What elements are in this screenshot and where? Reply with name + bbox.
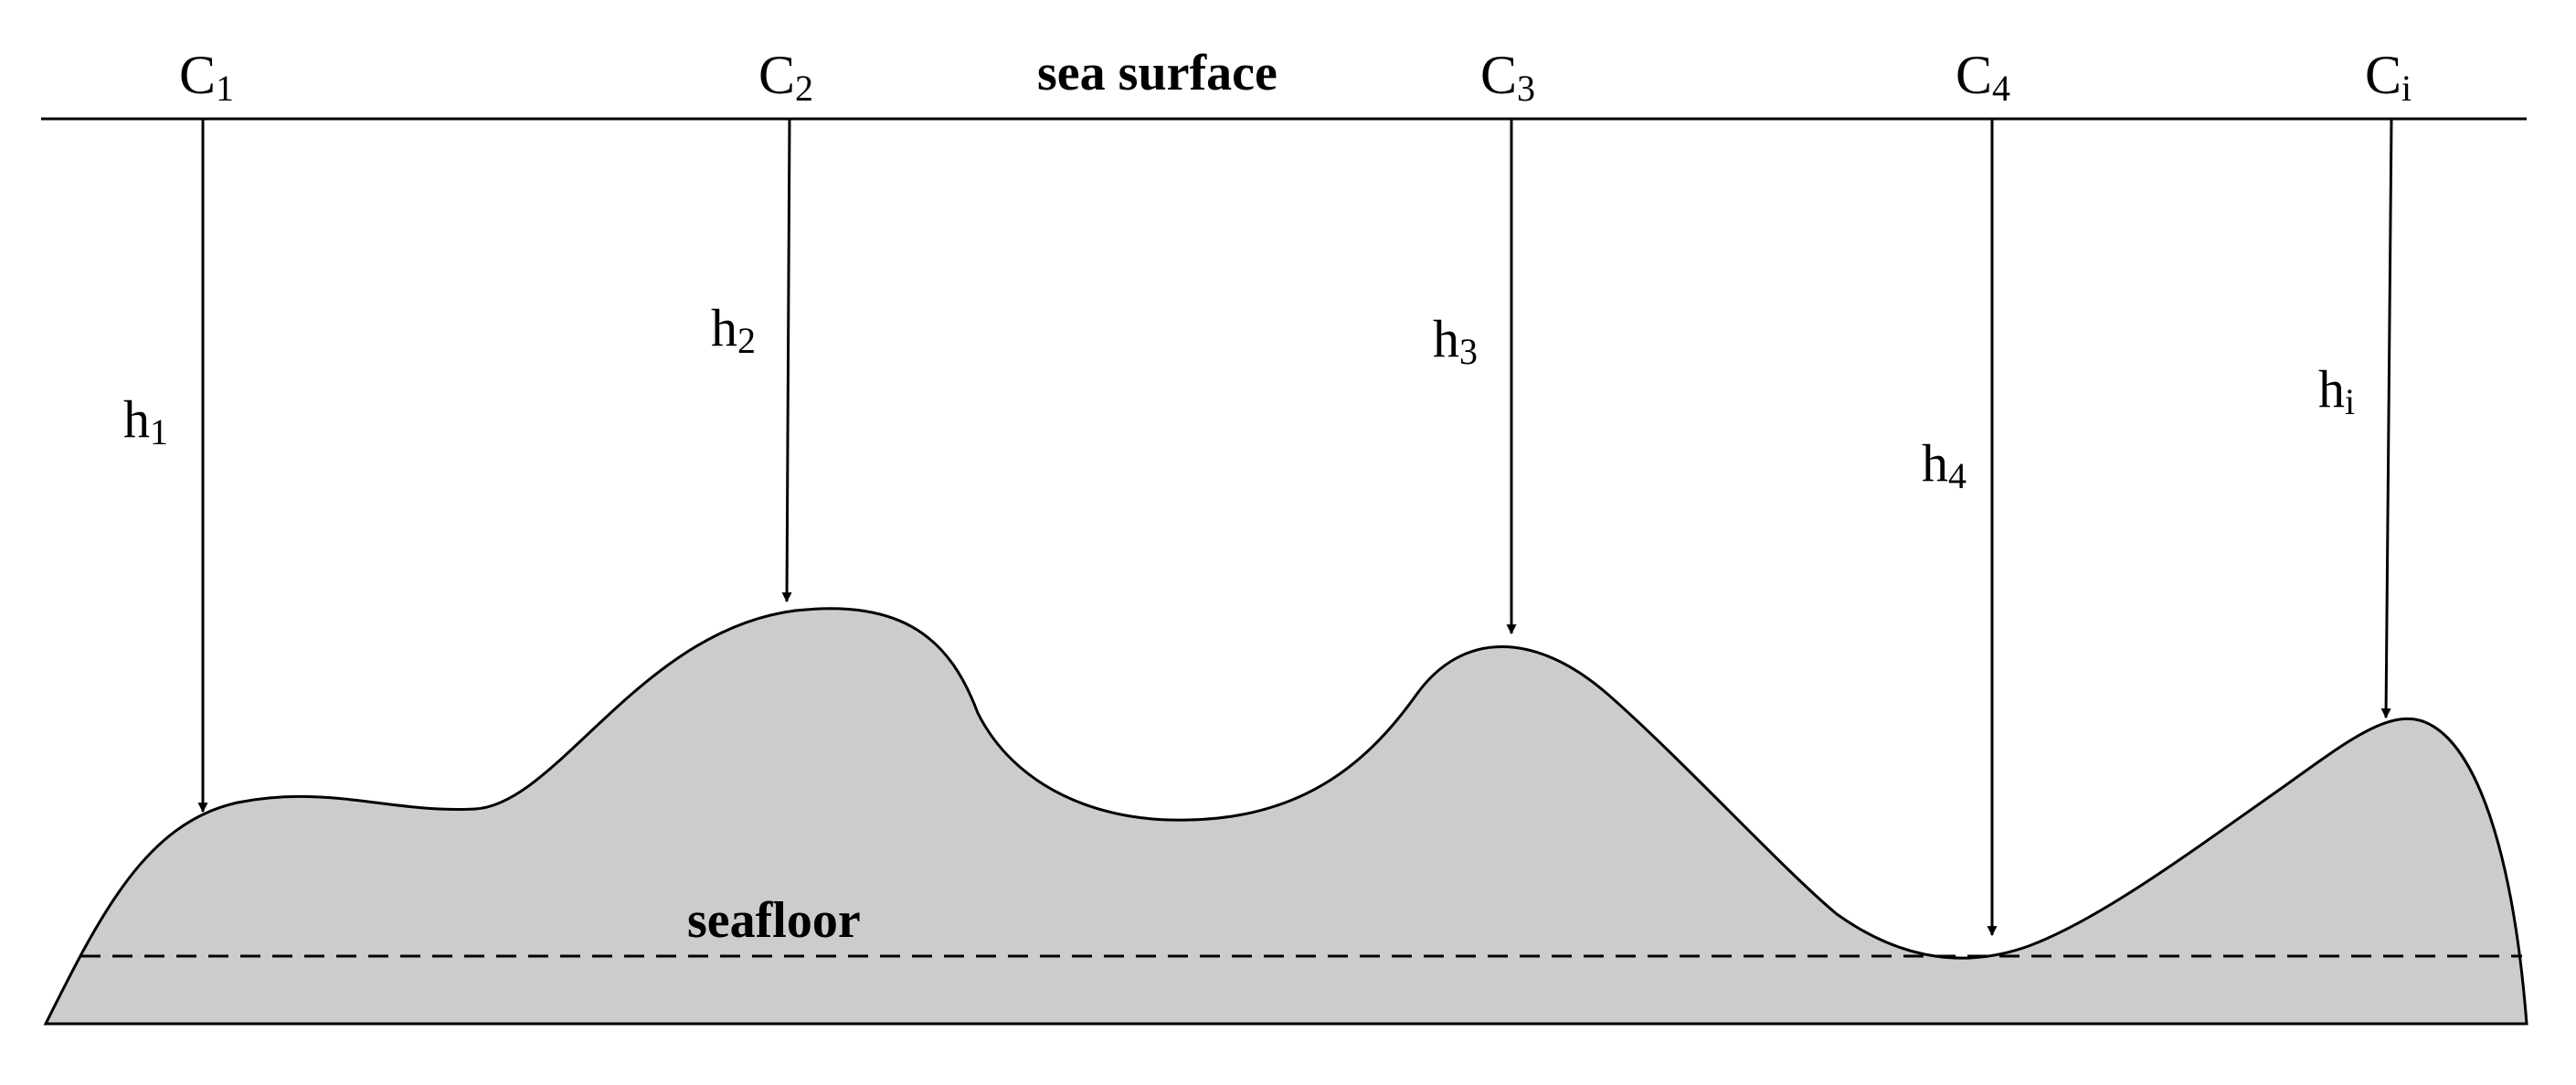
depth-label-2: h2: [711, 298, 756, 361]
seafloor-label: seafloor: [687, 892, 861, 949]
point-label-2: C2: [758, 45, 813, 109]
point-label-i: Ci: [2365, 45, 2412, 109]
depth-label-1: h1: [123, 389, 168, 452]
point-label-4: C4: [1956, 45, 2010, 109]
point-label-1: C1: [179, 45, 234, 109]
seafloor-terrain: [43, 607, 2528, 1026]
depth-arrow-i: [2380, 118, 2393, 719]
point-label-3: C3: [1480, 45, 1535, 109]
depth-label-4: h4: [1922, 433, 1966, 496]
depth-arrow-2: [781, 118, 792, 603]
depth-label-i: hi: [2318, 359, 2355, 422]
depth-label-3: h3: [1433, 309, 1478, 372]
sea-surface-label: sea surface: [1037, 45, 1277, 101]
